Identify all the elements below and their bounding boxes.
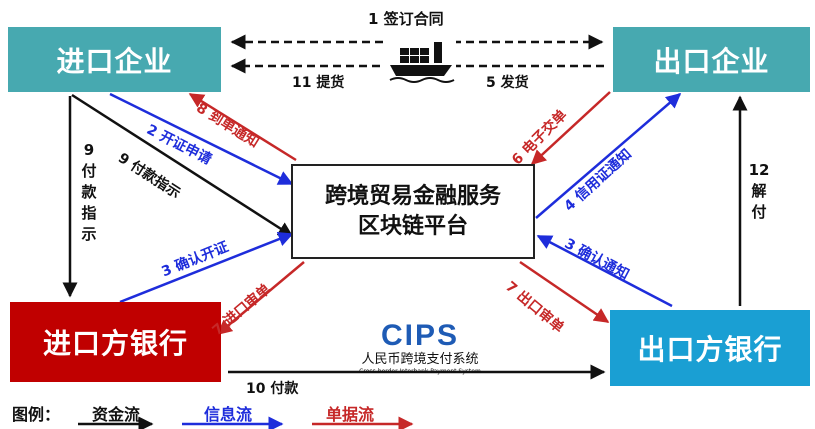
cips-name-en: Cross-border Interbank Payment System <box>359 368 481 375</box>
cips-logo: CIPS 人民币跨境支付系统 Cross-border Interbank Pa… <box>350 320 490 376</box>
cargo-ship-icon <box>386 38 456 84</box>
cips-logo-text: CIPS <box>380 319 460 352</box>
arrow-7-import-review <box>216 261 305 335</box>
arrow-4-lc-notice <box>535 93 682 219</box>
legend-fund-label: 资金流 <box>92 405 141 424</box>
arrow-2-lc-application <box>109 92 294 186</box>
arrow-3-confirm-notice <box>536 234 673 308</box>
cips-name-cn: 人民币跨境支付系统 <box>361 352 479 367</box>
import-enterprise-box: 进口企业 <box>8 27 221 92</box>
arrow-6-electronic-doc <box>530 91 611 166</box>
export-bank-label: 出口方银行 <box>637 333 783 366</box>
export-enterprise-label: 出口企业 <box>653 44 770 78</box>
arrow-7-export-review <box>519 260 610 324</box>
platform-title-line1: 跨境贸易金融服务 <box>324 183 501 209</box>
platform-title-line2: 区块链平台 <box>357 213 468 239</box>
import-bank-box: 进口方银行 <box>10 302 221 382</box>
legend-info-label: 信息流 <box>204 405 253 424</box>
arrow-3-confirm-lc <box>119 231 294 304</box>
import-enterprise-label: 进口企业 <box>56 44 173 78</box>
step-5-label: 5 发货 <box>486 75 529 91</box>
step-10-label: 10 付款 <box>246 381 299 397</box>
import-bank-label: 进口方银行 <box>42 327 188 360</box>
legend-doc-label: 单据流 <box>326 405 375 424</box>
step-12-label: 12解付 <box>748 161 770 221</box>
legend-title: 图例： <box>12 405 61 424</box>
step-9-vertical-label: 9付款指示 <box>81 141 97 243</box>
step-1-label: 1 签订合同 <box>368 10 444 28</box>
arrow-8-arrival-notice <box>188 92 297 162</box>
step-11-label: 11 提货 <box>292 75 345 91</box>
blockchain-platform-box: 跨境贸易金融服务 区块链平台 <box>291 164 535 259</box>
export-bank-box: 出口方银行 <box>610 310 810 386</box>
export-enterprise-box: 出口企业 <box>613 27 810 92</box>
arrow-9-payment-instruction <box>71 93 294 238</box>
